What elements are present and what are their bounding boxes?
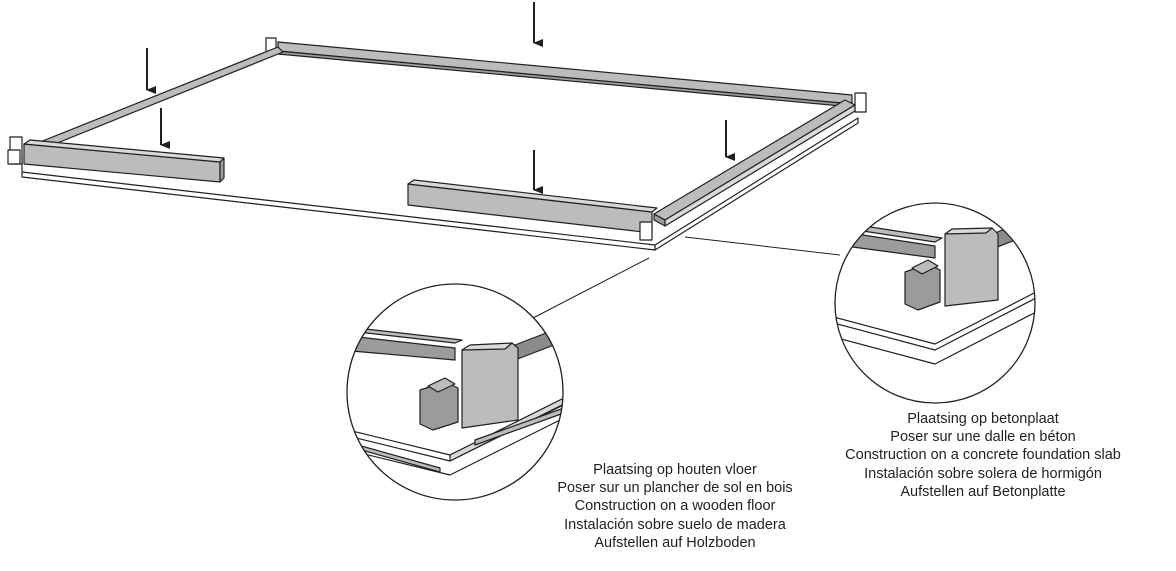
caption-line-de: Aufstellen auf Holzboden — [594, 534, 756, 551]
caption-line-nl: Plaatsing op betonplaat — [907, 411, 1059, 427]
caption-line-en: Construction on a wooden floor — [574, 498, 776, 515]
floor-base-right — [654, 117, 859, 251]
beam-end-block — [461, 342, 519, 429]
detail-wooden-floor — [346, 283, 564, 501]
caption-wooden-floor: Plaatsing op houten vloer Poser sur un p… — [480, 461, 870, 552]
caption-concrete-slab: Plaatsing op betonplaat Poser sur une da… — [808, 410, 1158, 501]
foundation-frame — [7, 37, 867, 251]
caption-line-fr: Poser sur une dalle en béton — [890, 429, 1076, 446]
beam-end-block — [944, 227, 999, 307]
caption-line-fr: Poser sur un plancher de sol en bois — [557, 480, 793, 497]
back-beam — [277, 41, 853, 105]
caption-line-es: Instalación sobre solera de hormigón — [864, 465, 1102, 482]
right-side-beam — [653, 99, 856, 221]
down-arrows — [146, 2, 735, 194]
detail-concrete-slab — [834, 202, 1036, 404]
corner-post-front-right — [639, 221, 653, 241]
caption-line-de: Aufstellen auf Betonplatte — [900, 483, 1066, 500]
caption-line-nl: Plaatsing op houten vloer — [593, 462, 757, 478]
left-side-beam — [29, 46, 284, 151]
corner-post-back-right — [854, 92, 867, 113]
caption-line-es: Instalación sobre suelo de madera — [564, 516, 786, 533]
caption-line-en: Construction on a concrete foundation sl… — [845, 447, 1121, 464]
leader-lines — [532, 236, 841, 319]
